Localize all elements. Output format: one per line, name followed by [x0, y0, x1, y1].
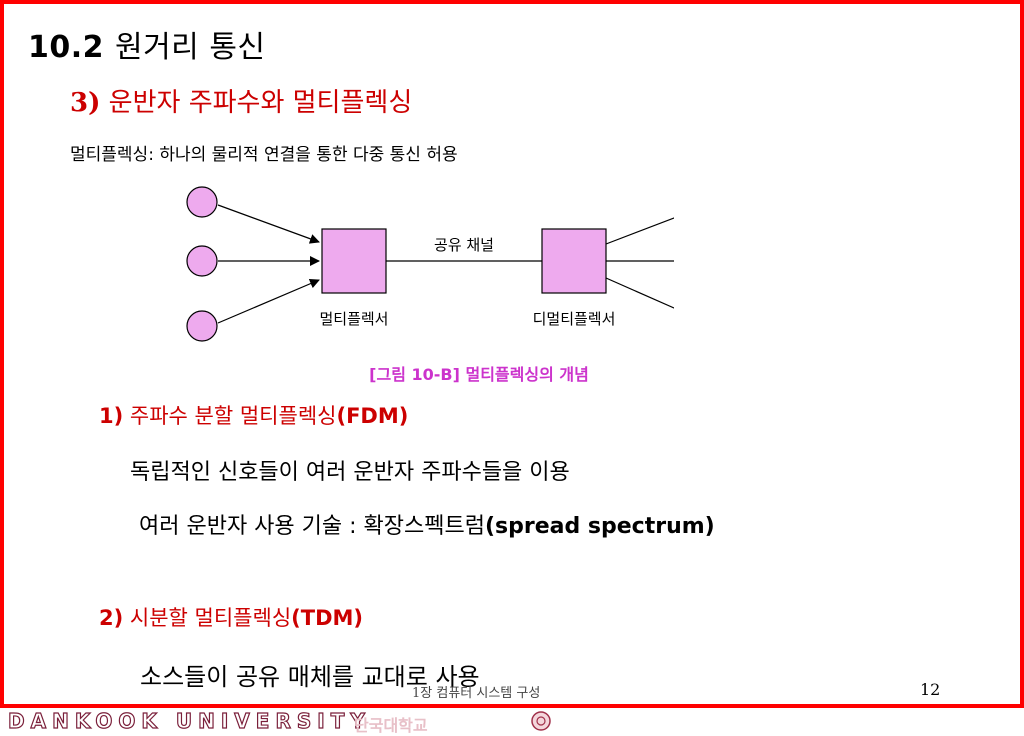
input-node-2 [186, 245, 218, 277]
section1-text: 주파수 분할 멀티플렉싱 [129, 404, 337, 428]
title-number: 10.2 [28, 30, 105, 65]
university-banner: DANKOOK UNIVERSITY 단국대학교 [0, 708, 1024, 735]
mux-label: 멀티플렉서 [319, 310, 388, 328]
subtitle-text: 운반자 주파수와 멀티플렉싱 [108, 88, 413, 118]
tdm-description: 소스들이 공유 매체를 교대로 사용 [140, 663, 480, 691]
subtitle-number: 3) [70, 88, 101, 118]
slide-subtitle: 3) 운반자 주파수와 멀티플렉싱 [70, 82, 412, 119]
slide-title: 10.2 원거리 통신 [28, 22, 266, 66]
title-text: 원거리 통신 [114, 30, 266, 65]
university-name-english: DANKOOK UNIVERSITY [7, 708, 371, 733]
university-name-korean: 단국대학교 [354, 716, 428, 735]
output-arrow-1 [605, 217, 674, 245]
section2-number: 2) [99, 606, 124, 630]
output-arrow-3 [605, 277, 674, 309]
diagram-svg: 공유 채널 멀티플렉서 디멀티플렉서 [그림 10-B] 멀티플렉싱의 개념 [186, 186, 674, 384]
spread-spectrum-description: 여러 운반자 사용 기술 : 확장스펙트럼(spread spectrum) [99, 509, 799, 545]
section2-text: 시분할 멀티플렉싱 [129, 606, 292, 630]
input-arrow-1 [217, 204, 320, 244]
spread-spectrum-english: (spread spectrum) [484, 514, 715, 539]
input-arrow-3 [217, 278, 320, 324]
footer-chapter: 1장 컴퓨터 시스템 구성 [412, 686, 541, 701]
demux-label: 디멀티플렉서 [533, 310, 616, 328]
section-fdm-heading: 1) 주파수 분할 멀티플렉싱(FDM) [99, 400, 408, 430]
slide: 10.2 원거리 통신 3) 운반자 주파수와 멀티플렉싱 멀티플렉싱: 하나의… [0, 0, 1024, 708]
university-seal-icon [531, 711, 551, 731]
section1-abbr: (FDM) [336, 404, 409, 428]
input-node-1 [186, 186, 218, 218]
section1-number: 1) [99, 404, 124, 428]
section2-abbr: (TDM) [291, 606, 364, 630]
fdm-description: 독립적인 신호들이 여러 운반자 주파수들을 이용 [130, 460, 570, 485]
spread-spectrum-text: 여러 운반자 사용 기술 : 확장스펙트럼 [139, 514, 485, 539]
channel-label: 공유 채널 [434, 236, 494, 254]
page-number: 12 [920, 680, 941, 699]
multiplexing-diagram: 공유 채널 멀티플렉서 디멀티플렉서 [그림 10-B] 멀티플렉싱의 개념 [174, 172, 674, 392]
demultiplexer-box [541, 228, 607, 294]
multiplexing-definition: 멀티플렉싱: 하나의 물리적 연결을 통한 다중 통신 허용 [70, 145, 458, 165]
section-tdm-heading: 2) 시분할 멀티플렉싱(TDM) [99, 602, 363, 632]
input-node-3 [186, 310, 218, 342]
diagram-caption: [그림 10-B] 멀티플렉싱의 개념 [369, 365, 589, 384]
multiplexer-box [321, 228, 387, 294]
